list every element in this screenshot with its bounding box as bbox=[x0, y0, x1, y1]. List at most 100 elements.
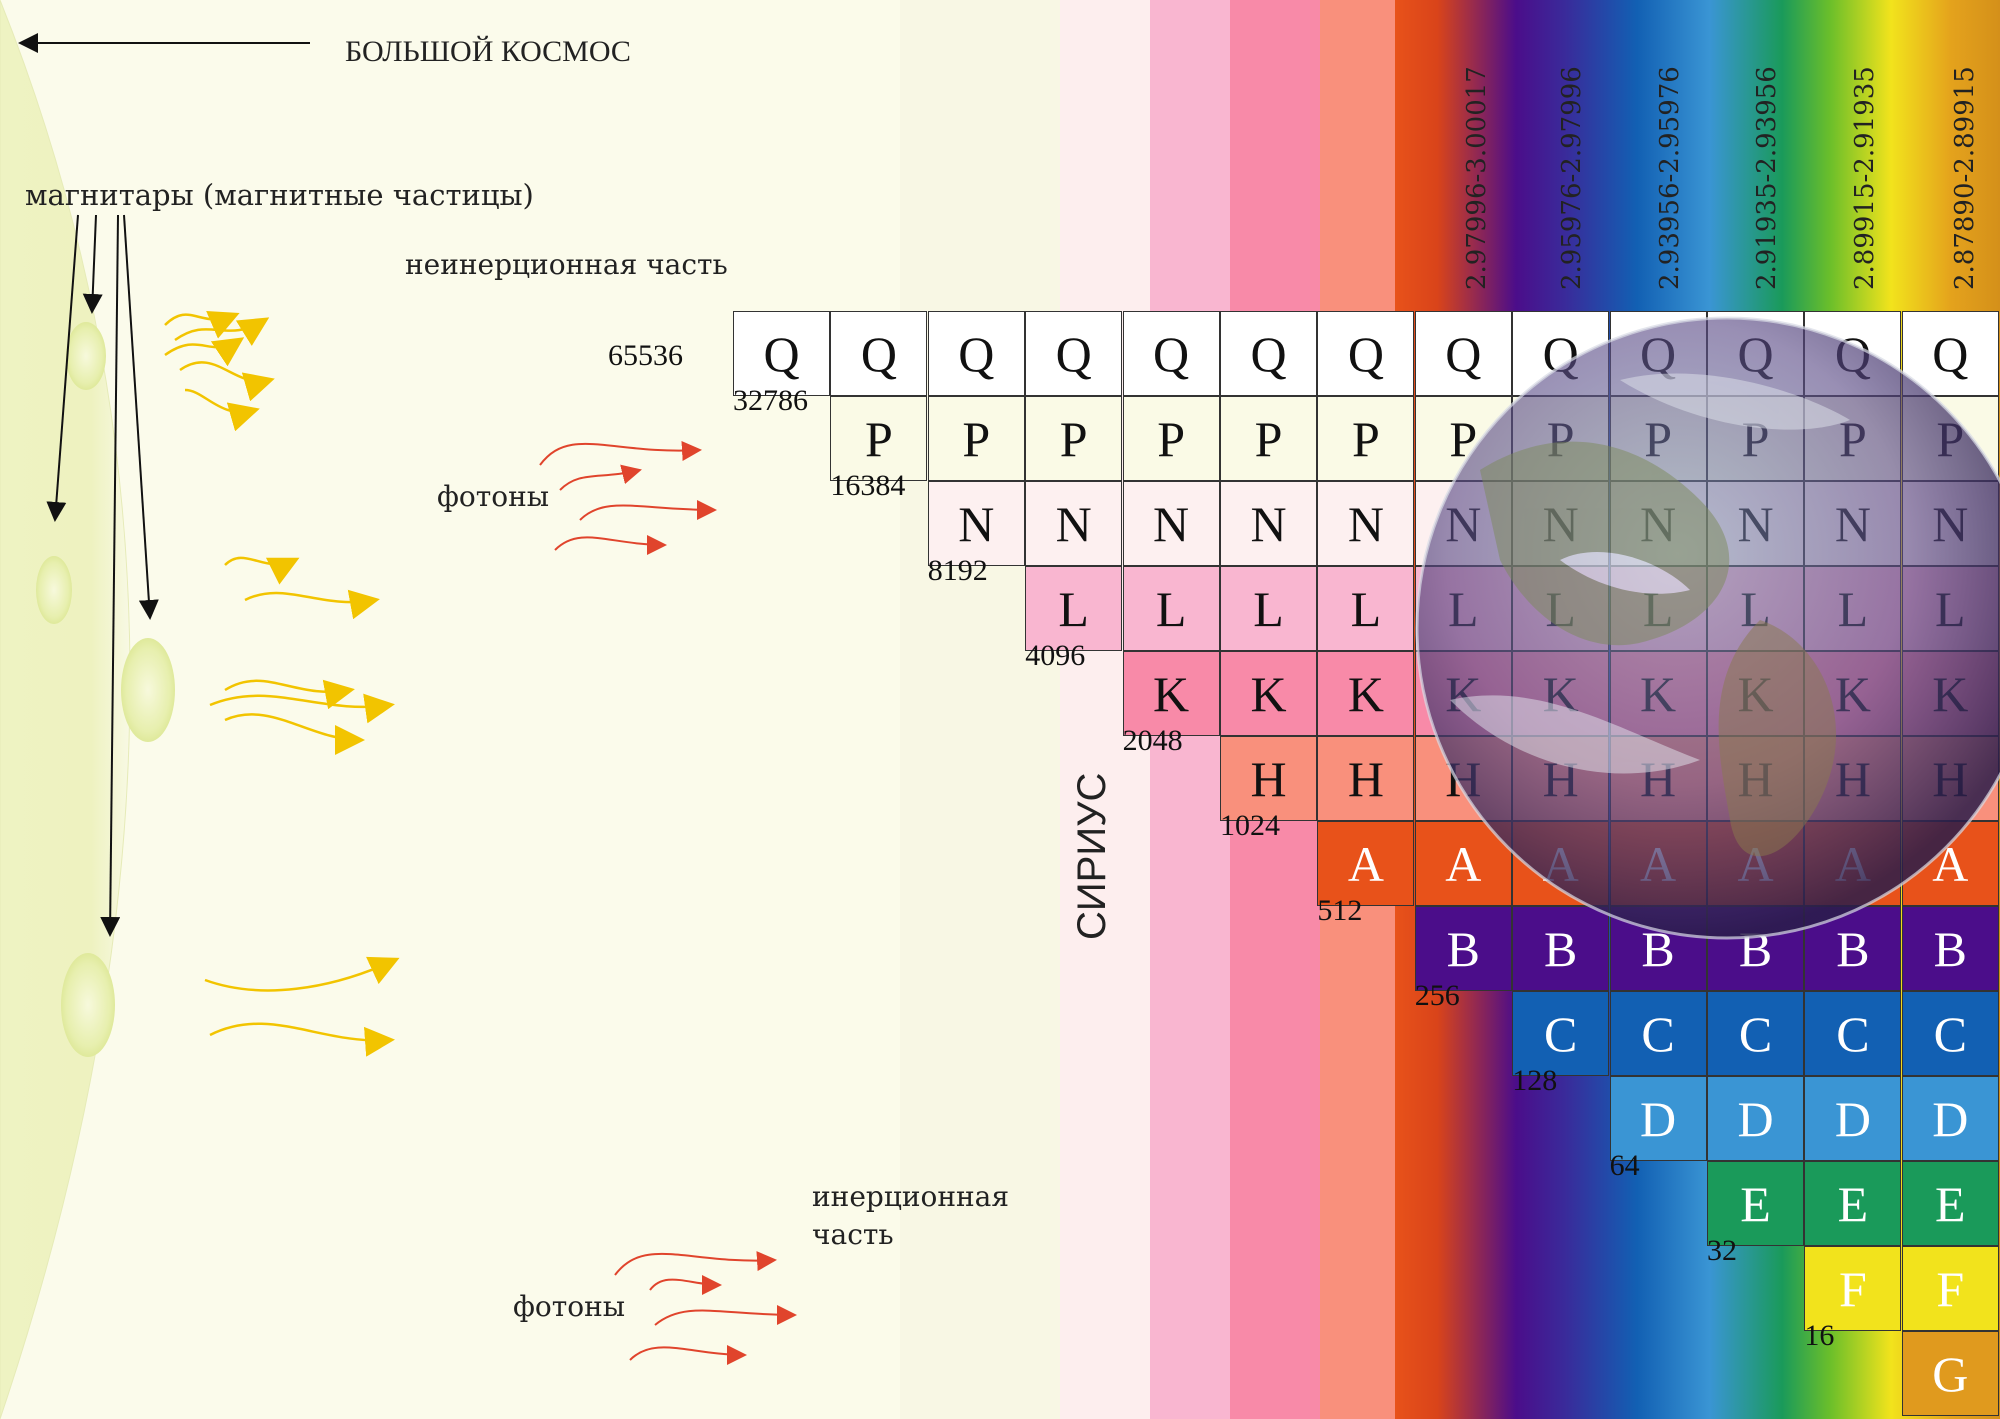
level-cell-h: H bbox=[1317, 736, 1415, 821]
wavelength-label: 2.89915-2.91935 bbox=[1850, 66, 1880, 290]
photon-wave-icon bbox=[244, 589, 380, 620]
level-cell-q: Q bbox=[1025, 311, 1123, 396]
photon-wave-icon bbox=[559, 464, 642, 491]
level-cell-n: N bbox=[1901, 481, 1999, 566]
level-cell-l: L bbox=[1512, 566, 1610, 651]
level-cell-p: P bbox=[1609, 396, 1707, 481]
level-cell-p: P bbox=[1122, 396, 1220, 481]
sirius-label: СИРИУС bbox=[1070, 772, 1114, 940]
level-cell-q: Q bbox=[1609, 311, 1707, 396]
magnetar-bubble bbox=[121, 638, 175, 742]
level-cell-b: B bbox=[1609, 906, 1707, 991]
level-cell-k: K bbox=[1512, 651, 1610, 736]
level-cell-l: L bbox=[1804, 566, 1902, 651]
level-cell-c: C bbox=[1609, 991, 1707, 1076]
magnetars-label: магнитары (магнитные частицы) bbox=[25, 178, 534, 212]
wavelength-label: 2.87890-2.89915 bbox=[1950, 66, 1980, 290]
level-cell-n: N bbox=[1512, 481, 1610, 566]
level-cell-p: P bbox=[1220, 396, 1317, 481]
level-cell-q: Q bbox=[830, 311, 928, 396]
level-cell-q: Q bbox=[1220, 311, 1317, 396]
level-cell-d: D bbox=[1901, 1076, 1999, 1161]
level-cell-b: B bbox=[1707, 906, 1804, 991]
level-cell-p: P bbox=[1707, 396, 1804, 481]
big-cosmos-label: БОЛЬШОЙ КОСМОС bbox=[345, 35, 631, 68]
wavelength-label: 2.93956-2.95976 bbox=[1655, 66, 1685, 290]
level-cell-p: P bbox=[1512, 396, 1610, 481]
level-cell-b: B bbox=[1804, 906, 1902, 991]
magnetar-arrow bbox=[82, 214, 103, 314]
photon-wave-icon bbox=[209, 1022, 395, 1057]
photon-wave-icon bbox=[204, 956, 400, 992]
level-cell-k: K bbox=[1122, 651, 1220, 736]
inertial-label-line1: инерционная bbox=[812, 1180, 1010, 1213]
photons-bottom-label: фотоны bbox=[513, 1290, 626, 1323]
level-cell-n: N bbox=[1414, 481, 1512, 566]
level-cell-p: P bbox=[1317, 396, 1415, 481]
level-value: 32786 bbox=[733, 384, 808, 417]
level-cell-n: N bbox=[1025, 481, 1123, 566]
level-value: 16384 bbox=[830, 469, 906, 502]
photons-top-label: фотоны bbox=[437, 480, 550, 513]
level-cell-n: N bbox=[927, 481, 1025, 566]
level-cell-l: L bbox=[1901, 566, 1999, 651]
level-cell-n: N bbox=[1609, 481, 1707, 566]
level-cell-h: H bbox=[1804, 736, 1902, 821]
level-cell-p: P bbox=[1414, 396, 1512, 481]
level-cell-n: N bbox=[1122, 481, 1220, 566]
noninertial-label: неинерционная часть bbox=[405, 248, 728, 281]
photon-wave-icon bbox=[184, 388, 260, 432]
inertial-label-line2: часть bbox=[812, 1218, 894, 1251]
level-value: 64 bbox=[1609, 1149, 1640, 1182]
level-value: 16 bbox=[1804, 1319, 1835, 1352]
magnetar-arrow bbox=[123, 214, 159, 620]
level-cell-k: K bbox=[1804, 651, 1902, 736]
level-cell-l: L bbox=[1025, 566, 1123, 651]
level-value: 2048 bbox=[1122, 724, 1183, 757]
photon-wave-icon bbox=[649, 1274, 722, 1295]
level-value: 512 bbox=[1317, 894, 1363, 927]
level-cell-e: E bbox=[1707, 1161, 1804, 1246]
level-cell-k: K bbox=[1707, 651, 1804, 736]
level-value: 128 bbox=[1512, 1064, 1558, 1097]
level-cell-a: A bbox=[1414, 821, 1512, 906]
level-cell-a: A bbox=[1804, 821, 1902, 906]
level-cell-l: L bbox=[1707, 566, 1804, 651]
level-cell-h: H bbox=[1707, 736, 1804, 821]
level-cell-n: N bbox=[1707, 481, 1804, 566]
photon-wave-icon bbox=[164, 337, 245, 367]
level-cell-l: L bbox=[1317, 566, 1415, 651]
level-cell-p: P bbox=[1901, 396, 1999, 481]
wavelength-label: 2.95976-2.97996 bbox=[1557, 66, 1587, 290]
level-cell-d: D bbox=[1609, 1076, 1707, 1161]
level-cell-g: G bbox=[1901, 1331, 1999, 1416]
level-cell-h: H bbox=[1901, 736, 1999, 821]
photon-wave-icon bbox=[164, 311, 240, 339]
level-cell-q: Q bbox=[1122, 311, 1220, 396]
photon-wave-icon bbox=[629, 1344, 747, 1365]
magnetar-bubble bbox=[66, 322, 106, 390]
photon-wave-icon bbox=[614, 1251, 777, 1276]
level-value: 32 bbox=[1707, 1234, 1737, 1267]
level-cell-b: B bbox=[1901, 906, 1999, 991]
level-cell-p: P bbox=[830, 396, 928, 481]
level-value: 8192 bbox=[927, 554, 988, 587]
photon-wave-icon bbox=[174, 317, 270, 346]
level-cell-b: B bbox=[1512, 906, 1610, 991]
photon-wave-icon bbox=[209, 693, 395, 724]
level-cell-l: L bbox=[1220, 566, 1317, 651]
level-cell-c: C bbox=[1707, 991, 1804, 1076]
level-cell-a: A bbox=[1317, 821, 1415, 906]
level-cell-h: H bbox=[1609, 736, 1707, 821]
level-cell-e: E bbox=[1804, 1161, 1902, 1246]
level-cell-h: H bbox=[1512, 736, 1610, 821]
level-value: 256 bbox=[1414, 979, 1460, 1012]
level-value: 1024 bbox=[1220, 809, 1280, 842]
level-cell-n: N bbox=[1317, 481, 1415, 566]
level-cell-q: Q bbox=[927, 311, 1025, 396]
photon-wave-icon bbox=[579, 499, 717, 521]
level-cell-h: H bbox=[1414, 736, 1512, 821]
level-cell-q: Q bbox=[1414, 311, 1512, 396]
photon-wave-icon bbox=[224, 679, 355, 710]
